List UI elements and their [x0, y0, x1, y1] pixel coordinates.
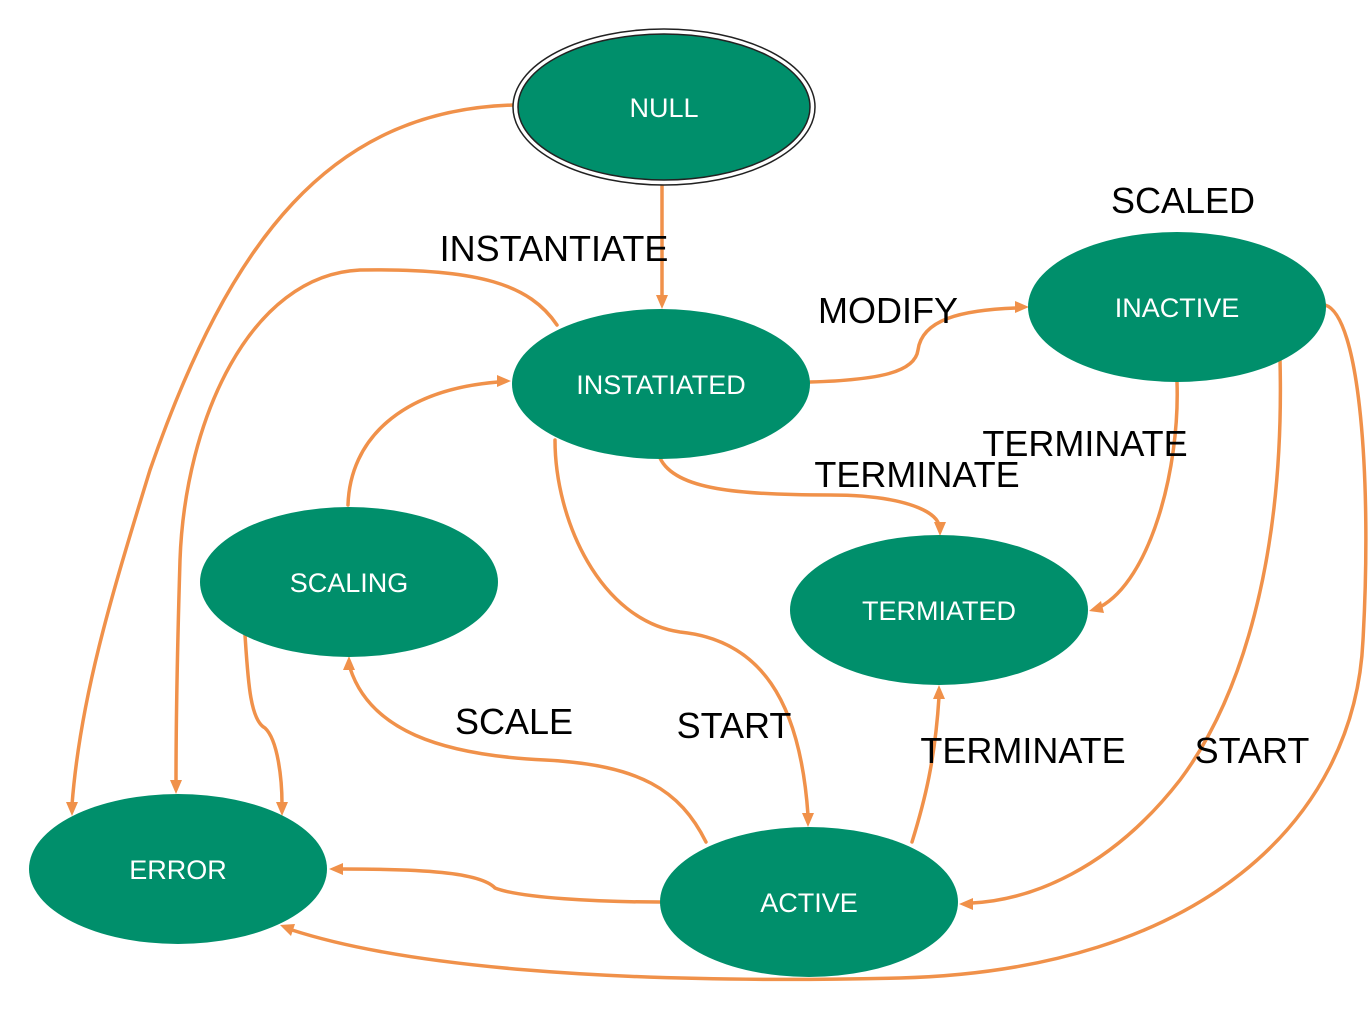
edge-inactive-to-error: [290, 303, 1368, 982]
arrowhead-icon: [934, 522, 946, 536]
arrowhead-icon: [1089, 601, 1104, 613]
edge-instantiated-to-inactive: [808, 306, 1018, 384]
edge-inactive-to-active: [970, 358, 1283, 905]
node-scaling[interactable]: SCALING: [200, 507, 498, 657]
edge-scaling-to-instantiated: [346, 380, 500, 507]
edge-active-to-scaling: [348, 666, 708, 844]
node-terminated[interactable]: TERMIATED: [790, 535, 1088, 685]
arrowhead-icon: [280, 924, 295, 936]
node-inactive[interactable]: INACTIVE: [1028, 232, 1326, 382]
arrowhead-icon: [276, 802, 288, 816]
label-start-inactive: START: [1195, 730, 1310, 771]
node-active[interactable]: ACTIVE: [660, 827, 958, 977]
arrowhead-icon: [170, 780, 182, 794]
edge-active-to-terminated: [910, 695, 941, 844]
edge-active-to-error: [340, 867, 662, 904]
arrowhead-icon: [1015, 301, 1029, 313]
label-instantiate: INSTANTIATE: [440, 228, 669, 269]
arrowhead-icon: [343, 656, 355, 670]
node-error-label: ERROR: [129, 855, 227, 885]
arrowhead-icon: [66, 802, 78, 816]
node-instantiated[interactable]: INSTATIATED: [512, 309, 810, 459]
arrowhead-icon: [497, 375, 511, 387]
node-instantiated-label: INSTATIATED: [576, 370, 746, 400]
label-terminate-instantiated: TERMINATE: [814, 454, 1019, 495]
arrowhead-icon: [329, 863, 343, 875]
arrowhead-icon: [656, 295, 668, 309]
node-null[interactable]: NULL: [512, 28, 816, 186]
node-active-label: ACTIVE: [760, 888, 858, 918]
label-modify: MODIFY: [818, 290, 958, 331]
edges: [66, 103, 1368, 982]
edge-inactive-to-terminated: [1098, 380, 1179, 609]
label-scale: SCALE: [455, 701, 573, 742]
edge-instantiated-to-terminated: [658, 456, 941, 527]
arrowhead-icon: [933, 685, 945, 699]
edge-instantiated-to-active: [553, 438, 810, 817]
node-terminated-label: TERMIATED: [862, 596, 1016, 626]
edge-scaling-to-error: [243, 633, 284, 806]
label-terminate-inactive: TERMINATE: [982, 423, 1187, 464]
node-error[interactable]: ERROR: [29, 794, 327, 944]
label-start-instantiated: START: [677, 705, 792, 746]
edge-labels: SCALED INSTANTIATE MODIFY TERMINATE TERM…: [440, 180, 1310, 771]
edge-null-to-error: [70, 103, 516, 807]
arrowhead-icon: [959, 898, 973, 910]
label-terminate-active: TERMINATE: [920, 730, 1125, 771]
node-null-label: NULL: [629, 93, 698, 123]
node-inactive-label: INACTIVE: [1115, 293, 1240, 323]
node-scaling-label: SCALING: [290, 568, 409, 598]
arrowhead-icon: [802, 813, 814, 827]
edge-instantiated-to-error: [174, 268, 559, 784]
label-scaled: SCALED: [1111, 180, 1255, 221]
